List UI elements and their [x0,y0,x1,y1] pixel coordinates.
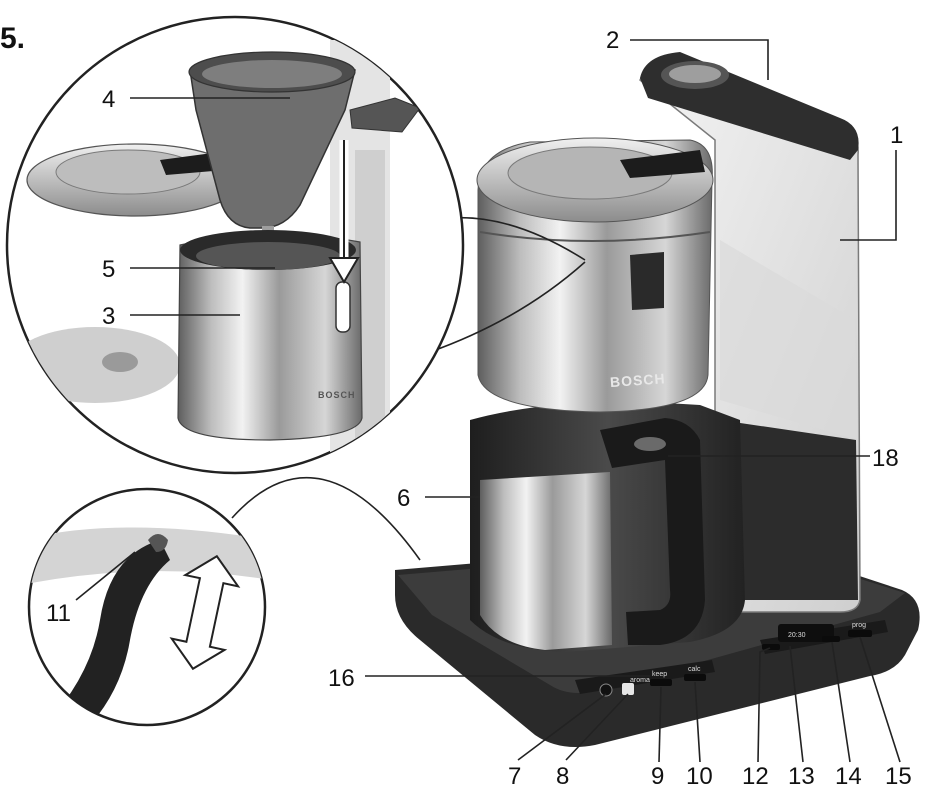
handle-detail-inset [27,476,421,727]
callout-10: 10 [686,763,713,790]
jug-lid-button [634,437,666,451]
prog-button [848,630,872,637]
insert-arrow [328,257,360,284]
leader-lines [75,39,901,763]
inset-brand-label: BOSCH [318,390,356,400]
aroma-label: aroma [630,677,650,684]
coffee-machine: BOSCH 20:30 aroma keep calc prog [395,52,920,748]
jug-handle [600,418,705,645]
callout-5: 5 [102,256,115,283]
callout-18: 18 [872,445,899,472]
callout-13: 13 [788,763,815,790]
brand-label: BOSCH [610,370,667,390]
callout-15: 15 [885,763,912,790]
callout-12: 12 [742,763,769,790]
filter-handle [349,97,421,133]
display-readout: 20:30 [788,632,806,639]
figure-number: 5. [0,22,25,55]
callout-14: 14 [835,763,862,790]
keep-button [650,679,672,686]
callout-3: 3 [102,303,115,330]
plus-button [822,636,840,642]
jug-handle-detail [40,540,170,725]
calc-button [684,674,706,681]
on-off-button [599,683,613,697]
callout-2: 2 [606,27,619,54]
callout-labels: 2 1 4 5 3 6 18 16 11 7 8 9 10 12 13 14 1… [46,27,912,790]
prog-label: prog [852,622,866,629]
aroma-button [622,683,634,695]
callout-6: 6 [397,485,410,512]
filter-detail-inset: BOSCH [5,15,586,475]
display [778,624,834,642]
keep-label: keep [652,671,667,678]
minus-button [762,644,780,650]
callout-16: 16 [328,665,355,692]
water-level [720,240,858,440]
lid-handle [620,150,705,178]
callout-7: 7 [508,763,521,790]
jug-steel-panel [480,472,612,650]
up-down-arrow [169,554,241,671]
callout-1: 1 [890,122,903,149]
calc-label: calc [688,666,701,673]
callout-9: 9 [651,763,664,790]
callout-4: 4 [102,86,115,113]
drip-stop-window [630,252,664,310]
tank-dark-lower [720,420,858,600]
callout-11: 11 [46,600,71,627]
callout-8: 8 [556,763,569,790]
